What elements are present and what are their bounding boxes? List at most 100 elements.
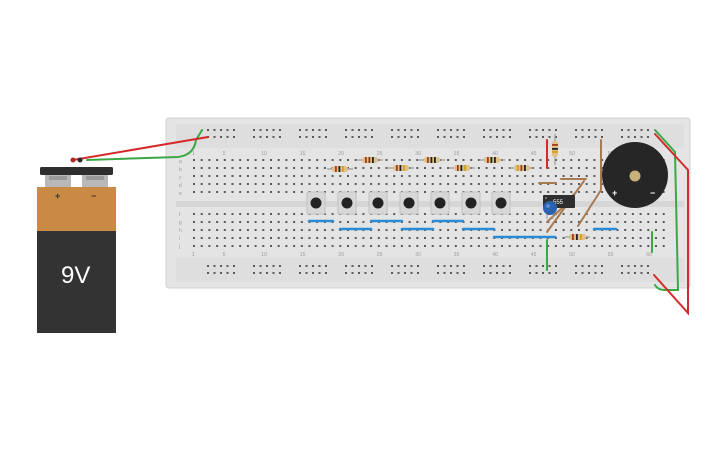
column-number: 30 (415, 252, 421, 258)
blue-wires[interactable] (307, 219, 618, 239)
rail-hole (259, 129, 262, 131)
capacitor[interactable] (543, 201, 557, 219)
rail-hole (456, 136, 459, 138)
hole (323, 183, 326, 185)
resistors[interactable] (327, 157, 535, 172)
red-wire-rail[interactable] (653, 133, 689, 316)
rail-hole (279, 272, 281, 274)
row-letter-d: d (179, 183, 182, 189)
column-number: 5 (223, 252, 226, 258)
resistor[interactable] (327, 166, 353, 172)
hole (516, 221, 519, 223)
row-letter-i: i (179, 236, 180, 242)
hole (470, 159, 473, 161)
column-number: 50 (569, 151, 575, 157)
rail-hole (266, 272, 268, 274)
pushbutton[interactable] (430, 191, 450, 215)
rail-hole (581, 136, 584, 138)
hole (246, 237, 249, 239)
hole (316, 229, 319, 231)
hole (539, 175, 542, 177)
hole (531, 183, 534, 185)
hole (308, 159, 311, 161)
pushbutton[interactable] (491, 191, 511, 215)
hole (547, 175, 550, 177)
hole (554, 175, 557, 177)
hole (593, 159, 596, 161)
hole (300, 159, 303, 161)
hole (254, 229, 257, 231)
hole (246, 213, 249, 215)
hole (216, 229, 219, 231)
red-wire-battery-positive[interactable] (72, 136, 209, 161)
green-wire-rail[interactable] (654, 129, 680, 291)
buzzer-negative: − (650, 188, 655, 198)
rail-hole (345, 265, 347, 267)
hole (454, 237, 457, 239)
rail-hole (351, 272, 354, 274)
rail-hole (345, 129, 347, 131)
rail-hole (299, 129, 301, 131)
resistor[interactable] (509, 165, 535, 171)
battery-label: 9V (61, 262, 90, 289)
pushbutton[interactable] (399, 191, 419, 215)
pushbuttons[interactable] (306, 191, 511, 215)
rail-hole (318, 272, 321, 274)
hole (362, 221, 365, 223)
column-number: 50 (569, 252, 575, 258)
hole (354, 159, 357, 161)
resistor-bottom[interactable] (565, 234, 590, 240)
rail-hole (450, 272, 452, 274)
hole (323, 175, 326, 177)
hole (246, 221, 249, 223)
hole (270, 221, 272, 223)
hole (270, 237, 272, 239)
hole (285, 221, 288, 223)
hole (354, 221, 357, 223)
hole (246, 167, 249, 169)
rail-hole (391, 129, 393, 131)
battery-9v[interactable]: + − 9V (37, 157, 116, 334)
hole (516, 159, 519, 161)
pushbutton[interactable] (461, 191, 481, 215)
resistor[interactable] (388, 165, 414, 171)
hole (270, 175, 272, 177)
rail-hole (226, 272, 229, 274)
rail-hole (371, 136, 373, 138)
hole (578, 229, 580, 231)
pushbutton[interactable] (306, 191, 326, 215)
rail-hole (404, 265, 406, 267)
hole (193, 213, 195, 215)
rail-hole (463, 272, 465, 274)
hole (485, 213, 488, 215)
pushbutton[interactable] (337, 191, 357, 215)
hole (516, 191, 519, 193)
hole (308, 245, 311, 247)
hole (485, 183, 488, 185)
resistor-vertical[interactable] (552, 134, 558, 165)
pushbutton[interactable] (368, 191, 388, 215)
rail-hole (555, 136, 557, 138)
red-wires[interactable] (72, 133, 689, 316)
hole (639, 213, 642, 215)
rail-hole (647, 129, 649, 131)
resistor[interactable] (419, 157, 445, 163)
rail-hole (456, 129, 459, 131)
brown-wire[interactable] (577, 139, 602, 227)
hole (231, 229, 234, 231)
rail-hole (358, 129, 360, 131)
hole (454, 245, 457, 247)
rail-hole (358, 136, 360, 138)
hole (216, 221, 219, 223)
resistor[interactable] (449, 165, 475, 171)
hole (354, 183, 357, 185)
buzzer[interactable]: + − (602, 142, 668, 208)
hole (608, 237, 611, 239)
resistor[interactable] (479, 157, 505, 163)
hole (516, 229, 519, 231)
hole (416, 221, 419, 223)
hole (647, 237, 650, 239)
resistor[interactable] (357, 157, 383, 163)
